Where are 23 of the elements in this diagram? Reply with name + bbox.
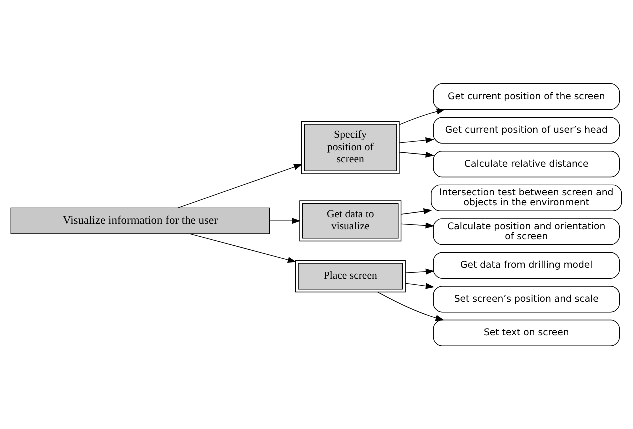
node-box: Place screen — [295, 260, 406, 292]
arrow — [269, 218, 301, 224]
arrow — [405, 268, 435, 274]
node-box: Get data from drilling model — [433, 252, 620, 278]
node-box: Visualize information for the user — [10, 207, 270, 234]
arrow — [399, 136, 434, 143]
arrow — [401, 208, 432, 214]
node-box: Get current position of the screen — [433, 83, 620, 110]
arrow — [405, 282, 435, 289]
node-box: Get data to visualize — [300, 200, 402, 242]
node-box: Intersection test between screen and objects in the environment — [431, 184, 622, 211]
arrow — [178, 164, 303, 208]
node-box: Set text on screen — [433, 319, 620, 346]
arrow — [190, 233, 297, 263]
node-box: Get current position of user’s head — [433, 116, 620, 144]
arrow — [399, 108, 446, 125]
node-box: Calculate relative distance — [433, 150, 620, 178]
node-box: Specify position of screen — [301, 120, 400, 174]
arrow — [378, 291, 444, 321]
arrow — [399, 151, 434, 158]
node-box: Calculate position and orientation of screen — [433, 218, 620, 245]
arrow — [401, 222, 434, 228]
node-box: Set screen’s position and scale — [433, 286, 620, 312]
